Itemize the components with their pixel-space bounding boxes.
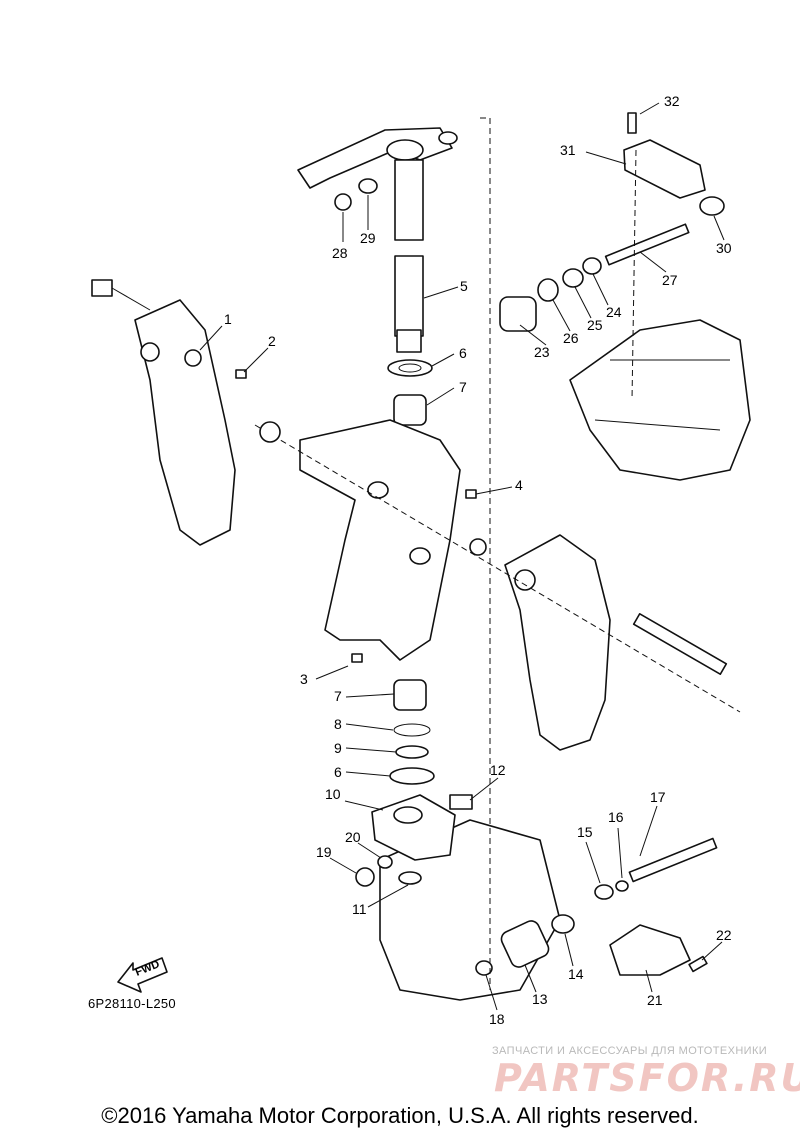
diagram-code: 6P28110-L250 (88, 996, 176, 1011)
callout-7-lower: 7 (334, 688, 342, 704)
callout-25: 25 (587, 317, 603, 333)
callout-1: 1 (224, 311, 232, 327)
callout-17: 17 (650, 789, 666, 805)
callout-18: 18 (489, 1011, 505, 1027)
callout-16: 16 (608, 809, 624, 825)
callout-5: 5 (460, 278, 468, 294)
callout-3: 3 (300, 671, 308, 687)
callout-14: 14 (568, 966, 584, 982)
callout-29: 29 (360, 230, 376, 246)
callout-4: 4 (515, 477, 523, 493)
callout-6-upper: 6 (459, 345, 467, 361)
callout-31: 31 (560, 142, 576, 158)
callout-19: 19 (316, 844, 332, 860)
callout-2: 2 (268, 333, 276, 349)
callout-26: 26 (563, 330, 579, 346)
callout-11: 11 (352, 901, 367, 917)
exploded-drawing (91, 112, 751, 1001)
callout-8: 8 (334, 716, 342, 732)
callout-9: 9 (334, 740, 342, 756)
callout-6-lower: 6 (334, 764, 342, 780)
callout-12: 12 (490, 762, 506, 778)
watermark-tagline: ЗАПЧАСТИ И АКСЕССУАРЫ ДЛЯ МОТОТЕХНИКИ (492, 1045, 768, 1057)
copyright-notice: ©2016 Yamaha Motor Corporation, U.S.A. A… (101, 1103, 699, 1128)
callout-15: 15 (577, 824, 593, 840)
forward-arrow-icon: FWD (117, 957, 168, 993)
callout-21: 21 (647, 992, 663, 1008)
callout-23: 23 (534, 344, 550, 360)
callout-32: 32 (664, 93, 680, 109)
callout-7-upper: 7 (459, 379, 467, 395)
callout-leaders (199, 102, 725, 1011)
callout-20: 20 (345, 829, 361, 845)
callout-22: 22 (716, 927, 732, 943)
callout-10: 10 (325, 786, 341, 802)
part-callouts: 1 2 3 4 5 6 6 7 7 8 9 10 11 12 13 14 15 … (224, 93, 732, 1027)
callout-13: 13 (532, 991, 548, 1007)
callout-28: 28 (332, 245, 348, 261)
callout-30: 30 (716, 240, 732, 256)
callout-27: 27 (662, 272, 678, 288)
watermark-logo: PARTSFOR.RU (494, 1056, 800, 1100)
callout-24: 24 (606, 304, 622, 320)
